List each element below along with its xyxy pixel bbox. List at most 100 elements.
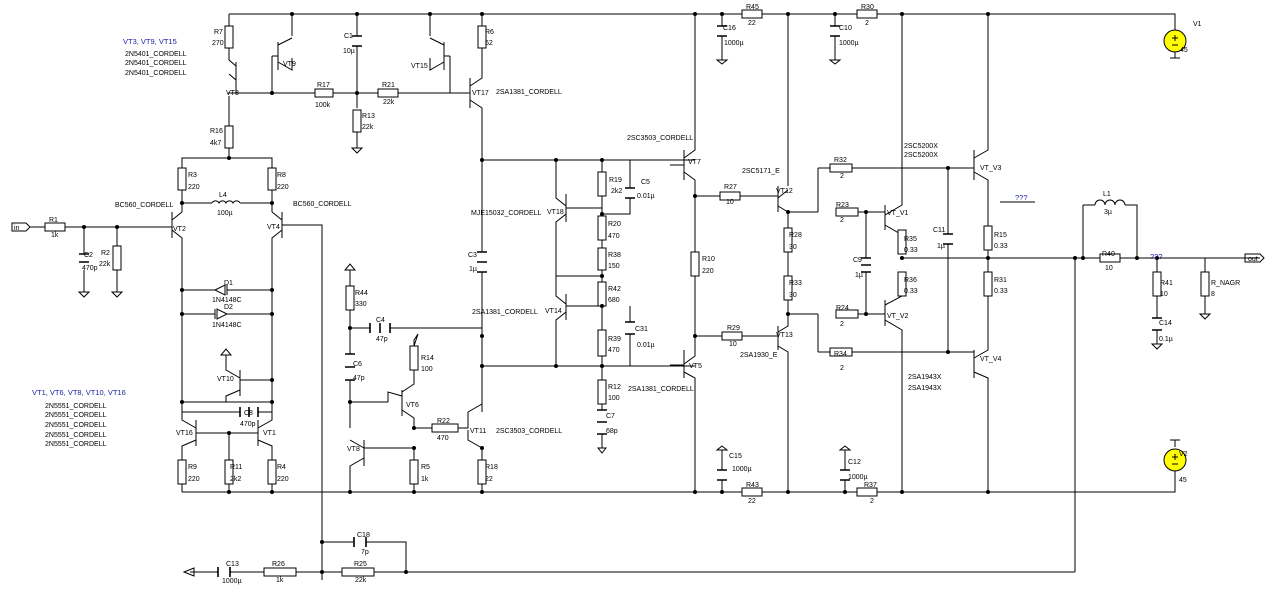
- junction-dots: [82, 12, 1159, 574]
- capacitor-value: 1µ: [855, 272, 863, 279]
- capacitor-value: 470p: [240, 421, 256, 428]
- transistor-label: VT14: [545, 308, 562, 315]
- inductor-value: 3µ: [1104, 209, 1112, 216]
- transistor-label: VT10: [217, 376, 234, 383]
- resistor-value: 30: [789, 292, 797, 299]
- capacitor-name: C3: [468, 252, 477, 259]
- resistor-name: R44: [355, 290, 368, 297]
- capacitor-value: 47p: [353, 375, 365, 382]
- model-label: 2SC5200X: [904, 152, 938, 159]
- resistor-name: R42: [608, 286, 621, 293]
- resistor-value: 2: [840, 365, 844, 372]
- capacitor-name: C10: [839, 25, 852, 32]
- resistor-value: 220: [702, 268, 714, 275]
- source-value: 45: [1179, 477, 1187, 484]
- capacitor-value: 0.1µ: [1159, 336, 1173, 343]
- model-label: 2SA1381_CORDELL: [472, 309, 538, 316]
- note-unknown-vt-v1: ???: [1015, 193, 1028, 202]
- resistor-value: 100k: [315, 102, 331, 109]
- capacitor-value: 470p: [82, 265, 98, 272]
- model-label: 2SA1381_CORDELL: [628, 386, 694, 393]
- resistor-value: 470: [437, 435, 449, 442]
- resistor-value: 150: [608, 263, 620, 270]
- resistor-name: R20: [608, 221, 621, 228]
- transistor-label: VT_V4: [980, 356, 1002, 363]
- resistor-name: R17: [317, 82, 330, 89]
- model-label: 2SA1930_E: [740, 352, 778, 359]
- resistor-name: R11: [230, 464, 242, 471]
- resistor-value: 100: [608, 395, 620, 402]
- capacitor-value: 1µ: [469, 266, 477, 273]
- capacitor-name: C16: [723, 25, 736, 32]
- capacitor-value: 1µ: [937, 243, 945, 250]
- resistor-name: R38: [608, 252, 621, 259]
- model-label: 2SC5171_E: [742, 168, 780, 175]
- resistor-name: R28: [789, 232, 802, 239]
- inductor-l4: [211, 200, 241, 205]
- resistor-value: 2k2: [230, 476, 241, 483]
- capacitor-name: C6: [353, 361, 362, 368]
- capacitor-value: 68p: [606, 428, 618, 435]
- resistor-name: R_NAGR: [1211, 280, 1240, 287]
- note-vt3-group: VT3, VT9, VT15: [123, 37, 177, 46]
- source-name: V2: [1179, 451, 1188, 458]
- resistor-name: R29: [727, 325, 740, 332]
- diode-d1: [213, 284, 228, 296]
- transistor-label: VT_V1: [887, 210, 909, 217]
- resistor-value: 470: [608, 233, 620, 240]
- resistor-name: R24: [836, 305, 849, 312]
- model-label: 2N5551_CORDELL: [45, 403, 107, 410]
- transistor-label: VT4: [267, 224, 280, 231]
- resistor-name: R39: [608, 336, 621, 343]
- transistor-label: VT3: [226, 90, 239, 97]
- resistor-name: R9: [188, 464, 197, 471]
- resistor-name: R35: [904, 236, 917, 243]
- inductor-value: 100µ: [217, 210, 233, 217]
- resistor-name: R12: [608, 384, 621, 391]
- capacitor-name: C7: [606, 413, 615, 420]
- resistor-value: 2: [840, 321, 844, 328]
- model-label: 2SA1943X: [908, 385, 942, 392]
- resistor-value: 10: [1105, 265, 1113, 272]
- transistor-label: VT17: [472, 90, 489, 97]
- transistor-label: VT6: [406, 402, 419, 409]
- resistor-name: R43: [746, 482, 759, 489]
- resistor-name: R7: [214, 29, 223, 36]
- labels: VT3, VT9, VT15 VT1, VT6, VT8, VT10, VT16…: [14, 4, 1258, 585]
- resistor-name: R27: [724, 184, 737, 191]
- resistor-value: 0.33: [994, 243, 1008, 250]
- capacitor-value: 0.01µ: [637, 342, 655, 349]
- capacitor-name: C13: [226, 561, 239, 568]
- resistor-name: R33: [789, 280, 802, 287]
- resistor-value: 30: [789, 244, 797, 251]
- note-unknown-out: ???: [1150, 252, 1163, 261]
- resistor-value: 0.33: [994, 288, 1008, 295]
- capacitor-plates: [79, 25, 1162, 577]
- resistor-value: 22k: [383, 99, 395, 106]
- model-label: 2SC3503_CORDELL: [496, 428, 562, 435]
- transistor-label: VT18: [547, 209, 564, 216]
- resistor-name: R22: [437, 418, 450, 425]
- transistor-label: VT9: [283, 61, 296, 68]
- resistor-name: R4: [277, 464, 286, 471]
- resistor-name: R45: [746, 4, 759, 11]
- resistor-value: 22k: [362, 124, 374, 131]
- transistor-label: VT15: [411, 63, 428, 70]
- resistor-bodies: [44, 9, 1210, 577]
- resistor-value: 330: [355, 301, 367, 308]
- capacitor-name: C14: [1159, 320, 1172, 327]
- note-vt1-group: VT1, VT6, VT8, VT10, VT16: [32, 388, 126, 397]
- model-label: 2N5551_CORDELL: [45, 441, 107, 448]
- resistor-value: 2: [840, 217, 844, 224]
- model-label: 2SA1381_CORDELL: [496, 89, 562, 96]
- capacitor-name: C31: [635, 326, 648, 333]
- capacitor-name: C1: [344, 33, 353, 40]
- inductor-l1: [1094, 199, 1126, 206]
- capacitor-value: 7p: [361, 549, 369, 556]
- resistor-value: 680: [608, 297, 620, 304]
- source-name: V1: [1193, 21, 1202, 28]
- resistor-value: 22k: [99, 261, 111, 268]
- resistor-value: 4k7: [210, 140, 221, 147]
